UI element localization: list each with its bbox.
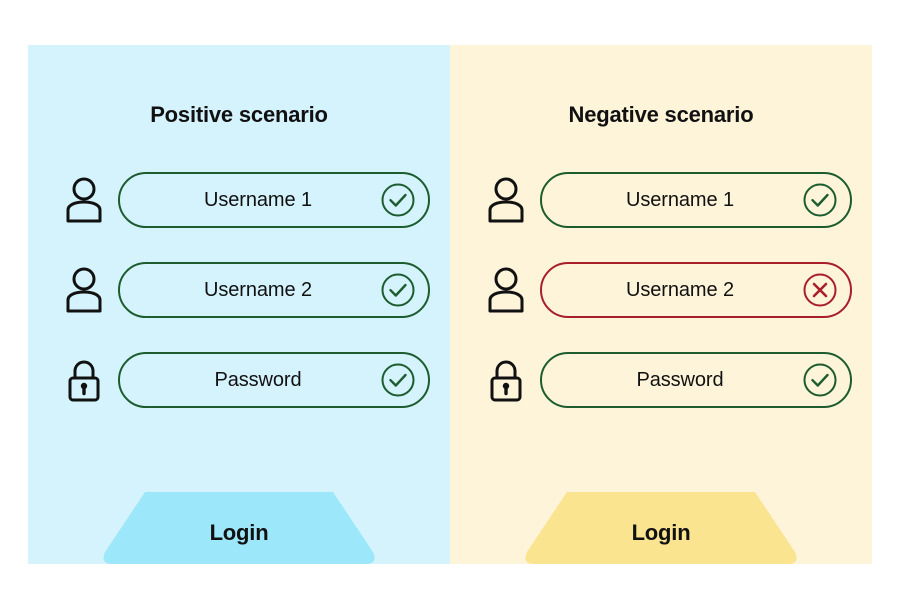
negative-panel-title: Negative scenario	[568, 102, 754, 128]
field-row: Username 1	[28, 172, 450, 228]
negative-field-list: Username 1	[450, 172, 872, 408]
check-circle-icon	[802, 182, 838, 218]
user-icon	[482, 265, 530, 315]
negative-scenario-panel: Negative scenario Username 1	[450, 45, 872, 564]
login-button-shape	[525, 492, 797, 564]
lock-icon	[482, 355, 530, 405]
field-label: Username 2	[204, 278, 312, 301]
password-input[interactable]: Password	[118, 352, 430, 408]
field-label: Username 1	[626, 188, 734, 211]
positive-field-list: Username 1	[28, 172, 450, 408]
field-row: Password	[450, 352, 872, 408]
password-input[interactable]: Password	[540, 352, 852, 408]
username-2-input[interactable]: Username 2	[540, 262, 852, 318]
login-button[interactable]: Login	[450, 492, 872, 564]
user-icon	[482, 175, 530, 225]
field-row: Username 2	[450, 262, 872, 318]
user-icon	[60, 265, 108, 315]
field-label: Username 2	[626, 278, 734, 301]
check-circle-icon	[380, 362, 416, 398]
check-circle-icon	[802, 362, 838, 398]
field-label: Password	[636, 368, 724, 391]
login-button-shape	[103, 492, 375, 564]
check-circle-icon	[380, 272, 416, 308]
field-row: Password	[28, 352, 450, 408]
username-2-input[interactable]: Username 2	[118, 262, 430, 318]
field-row: Username 2	[28, 262, 450, 318]
user-icon	[60, 175, 108, 225]
positive-panel-title: Positive scenario	[150, 102, 328, 128]
field-label: Username 1	[204, 188, 312, 211]
check-circle-icon	[380, 182, 416, 218]
login-button[interactable]: Login	[28, 492, 450, 564]
positive-scenario-panel: Positive scenario Username 1	[28, 45, 450, 564]
field-label: Password	[214, 368, 302, 391]
x-circle-icon	[802, 272, 838, 308]
username-1-input[interactable]: Username 1	[540, 172, 852, 228]
lock-icon	[60, 355, 108, 405]
username-1-input[interactable]: Username 1	[118, 172, 430, 228]
field-row: Username 1	[450, 172, 872, 228]
